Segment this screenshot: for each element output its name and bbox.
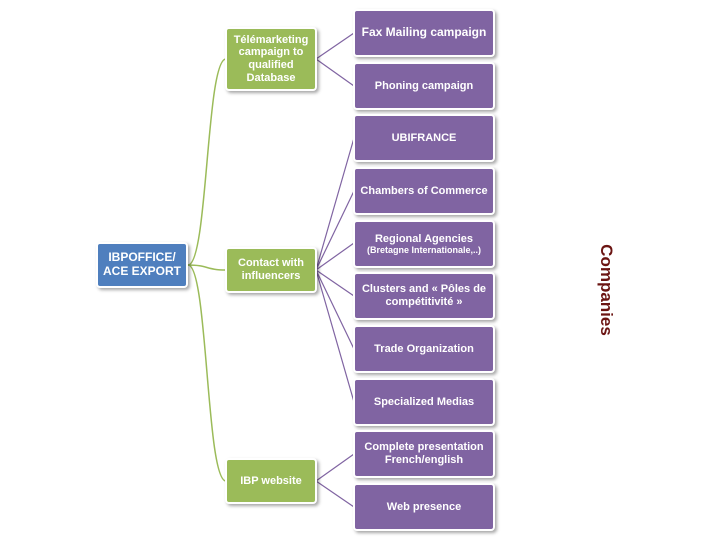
leaf-trade-organization: Trade Organization	[353, 325, 495, 373]
leaf-medias-label: Specialized Medias	[373, 395, 475, 408]
branch-contact-line-1: Contact with	[238, 257, 304, 270]
leaf-regional-label-line-1: Regional Agencies	[374, 232, 473, 245]
companies-side-label: Companies	[597, 244, 616, 336]
leaf-ubifrance-label: UBIFRANCE	[391, 131, 457, 144]
connector-root-to-website	[187, 264, 227, 482]
leaf-chambers-label: Chambers of Commerce	[360, 184, 488, 197]
connector-root-to-telemarketing	[187, 58, 227, 266]
connector-website-to-presentation	[315, 453, 355, 482]
leaf-web-presence: Web presence	[353, 483, 495, 531]
root-label-line-2: ACE EXPORT	[102, 264, 181, 278]
leaf-trade-label: Trade Organization	[374, 342, 474, 355]
connector-root-to-contact	[187, 264, 227, 271]
leaf-web-presence-label: Web presence	[386, 500, 462, 513]
connector-telemarketing-to-fax	[315, 32, 355, 60]
connector-contact-to-ubifrance	[315, 137, 355, 271]
leaf-presentation-label-line-2: French/english	[384, 454, 464, 466]
connector-contact-to-clusters	[315, 269, 355, 297]
branch-website-line-1: IBP website	[240, 474, 302, 487]
connector-contact-to-medias	[315, 269, 355, 403]
branch-telemarketing-line-4: Database	[246, 71, 296, 84]
branch-telemarketing: Télémarketing campaign to qualified Data…	[225, 27, 317, 91]
branch-contact-influencers: Contact with influencers	[225, 247, 317, 293]
leaf-complete-presentation: Complete presentation French/english	[353, 430, 495, 478]
leaf-specialized-medias: Specialized Medias	[353, 378, 495, 426]
leaf-clusters-label-line-2: compétitivité »	[385, 296, 463, 308]
connector-telemarketing-to-phoning	[315, 58, 355, 87]
connector-website-to-webpresence	[315, 480, 355, 508]
branch-telemarketing-line-2: campaign to	[238, 46, 304, 59]
connector-contact-to-chambers	[315, 190, 355, 271]
connector-contact-to-regional	[315, 242, 355, 271]
leaf-phoning-label: Phoning campaign	[374, 79, 474, 92]
leaf-regional-label-line-2: (Bretagne Internationale,..)	[366, 245, 482, 256]
root-node: IBPOFFICE/ ACE EXPORT	[96, 242, 188, 288]
branch-ibp-website: IBP website	[225, 458, 317, 504]
root-label-line-1: IBPOFFICE/	[108, 250, 176, 265]
leaf-phoning: Phoning campaign	[353, 62, 495, 110]
leaf-ubifrance: UBIFRANCE	[353, 114, 495, 162]
leaf-clusters-label-line-1: Clusters and « Pôles de	[361, 283, 487, 296]
leaf-regional-agencies: Regional Agencies (Bretagne Internationa…	[353, 220, 495, 268]
leaf-presentation-label-line-1: Complete presentation	[364, 441, 484, 454]
leaf-fax-mailing-label: Fax Mailing campaign	[361, 25, 487, 40]
branch-telemarketing-line-3: qualified	[248, 59, 294, 71]
leaf-clusters: Clusters and « Pôles de compétitivité »	[353, 272, 495, 320]
branch-contact-line-2: influencers	[241, 270, 301, 282]
connector-contact-to-trade	[315, 269, 355, 350]
leaf-chambers-of-commerce: Chambers of Commerce	[353, 167, 495, 215]
leaf-fax-mailing: Fax Mailing campaign	[353, 9, 495, 57]
branch-telemarketing-line-1: Télémarketing	[233, 33, 309, 46]
